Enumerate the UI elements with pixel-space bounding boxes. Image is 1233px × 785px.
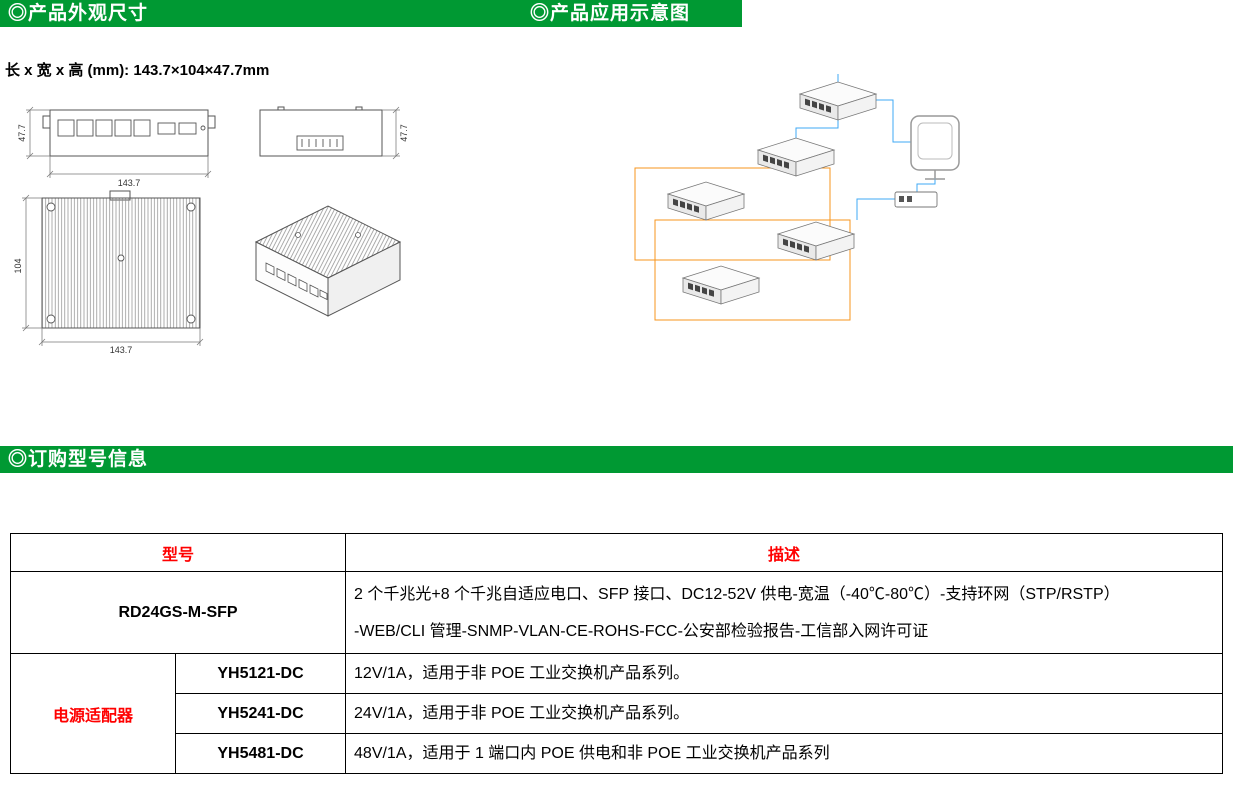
switch-icon — [777, 221, 855, 261]
adapter-desc-cell: 48V/1A，适用于 1 端口内 POE 供电和非 POE 工业交换机产品系列 — [345, 733, 1223, 774]
switch-icon — [682, 265, 760, 305]
top-dimension-lines — [22, 194, 204, 346]
main-model-cell: RD24GS-M-SFP — [9, 571, 347, 654]
adapter-desc-cell: 24V/1A，适用于非 POE 工业交换机产品系列。 — [345, 693, 1223, 734]
adapter-desc-text: 12V/1A，适用于非 POE 工业交换机产品系列。 — [354, 665, 690, 682]
terminal-block — [296, 135, 344, 151]
isometric-view-drawing — [254, 205, 402, 317]
front-ports — [57, 119, 206, 137]
side-view-drawing: 47.7 — [259, 106, 409, 160]
col-header-desc: 描述 — [345, 533, 1223, 572]
table-row-adapter: 电源适配器 YH5121-DC 12V/1A，适用于非 POE 工业交换机产品系… — [10, 653, 1223, 774]
top-section-bar: ◎产品外观尺寸 ◎产品应用示意图 — [0, 0, 742, 27]
adapter-desc-text: 24V/1A，适用于非 POE 工业交换机产品系列。 — [354, 705, 690, 722]
adapter-model-cell: YH5241-DC — [174, 693, 347, 734]
dim-top-height: 104 — [13, 258, 23, 273]
size-note: 长 x 宽 x 高 (mm): 143.7×104×47.7mm — [5, 62, 270, 79]
table-row-main: RD24GS-M-SFP 2 个千兆光+8 个千兆自适应电口、SFP 接口、DC… — [9, 571, 1223, 654]
dim-front-height: 47.7 — [17, 124, 27, 142]
adapter-model-cell: YH5121-DC — [174, 653, 347, 694]
adapter-model-cell: YH5481-DC — [174, 733, 347, 774]
ring-network-lines — [634, 167, 851, 321]
switch-icon — [799, 81, 877, 121]
table-header-row: 型号 描述 — [9, 533, 1223, 572]
iso-ports — [265, 262, 328, 301]
dim-side-height: 47.7 — [399, 124, 409, 142]
switch-icon — [667, 181, 745, 221]
table-row-adapter: YH5481-DC 48V/1A，适用于 1 端口内 POE 供电和非 POE … — [11, 733, 1223, 774]
iso-side-face — [327, 241, 401, 317]
adapter-desc-cell: 12V/1A，适用于非 POE 工业交换机产品系列。 — [345, 653, 1223, 694]
section-title-application: ◎产品应用示意图 — [530, 3, 691, 24]
application-diagram — [634, 74, 960, 321]
ordering-section-bar: ◎订购型号信息 — [0, 446, 1233, 473]
heatsink-fins — [41, 197, 201, 329]
main-desc-line1: 2 个千兆光+8 个千兆自适应电口、SFP 接口、DC12-52V 供电-宽温（… — [354, 585, 1120, 603]
top-view-drawing: 104 143.7 — [13, 190, 204, 354]
section-title-dimensions: ◎产品外观尺寸 — [8, 3, 149, 24]
section-title-ordering: ◎订购型号信息 — [8, 449, 149, 470]
adapter-group-cell: 电源适配器 — [10, 653, 176, 774]
main-desc-cell: 2 个千兆光+8 个千兆自适应电口、SFP 接口、DC12-52V 供电-宽温（… — [345, 571, 1223, 654]
dim-front-width: 143.7 — [118, 178, 141, 188]
screw-holes — [46, 202, 196, 324]
front-view-drawing: 47.7 143.7 — [17, 106, 216, 188]
switch-icon — [757, 137, 835, 177]
col-header-model: 型号 — [9, 533, 347, 572]
converter-box-icon — [894, 191, 938, 208]
order-table: 型号 描述 RD24GS-M-SFP 2 个千兆光+8 个千兆自适应电口、SFP… — [9, 533, 1223, 774]
side-dimension-lines — [382, 106, 400, 160]
main-desc-line2: -WEB/CLI 管理-SNMP-VLAN-CE-ROHS-FCC-公安部检验报… — [354, 622, 929, 640]
dim-top-width: 143.7 — [110, 345, 133, 354]
adapter-desc-text: 48V/1A，适用于 1 端口内 POE 供电和非 POE 工业交换机产品系列 — [354, 745, 830, 762]
iso-screws — [295, 232, 361, 238]
table-row-adapter: YH5241-DC 24V/1A，适用于非 POE 工业交换机产品系列。 — [11, 693, 1223, 734]
front-dimension-lines — [26, 106, 212, 178]
monitor-icon — [910, 115, 960, 180]
